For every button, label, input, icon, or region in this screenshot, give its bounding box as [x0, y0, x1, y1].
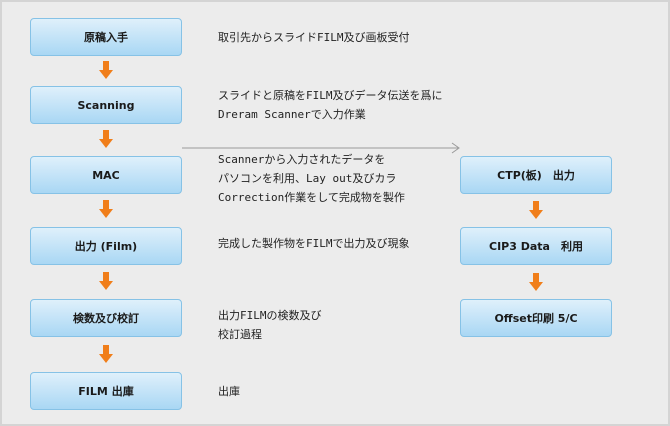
- step-description: 取引先からスライドFILM及び画板受付: [218, 31, 410, 44]
- down-arrow-icon: [529, 201, 543, 221]
- step-description: スライドと原稿をFILM及びデータ伝送を爲に Dreram Scannerで入力…: [218, 89, 443, 121]
- step-box-film-shipping: FILM 出庫: [30, 372, 182, 410]
- step-box-output-film: 出力 (Film): [30, 227, 182, 265]
- step-box-ctp-output: CTP(板) 出力: [460, 156, 612, 194]
- down-arrow-icon: [99, 345, 113, 365]
- down-arrow-icon: [99, 130, 113, 150]
- down-arrow-icon: [99, 61, 113, 81]
- step-box-inspection: 検数及び校訂: [30, 299, 182, 337]
- step-box-manuscript: 原稿入手: [30, 18, 182, 56]
- step-description: 完成した製作物をFILMで出力及び現象: [218, 237, 410, 250]
- down-arrow-icon: [529, 273, 543, 293]
- step-box-mac: MAC: [30, 156, 182, 194]
- step-description: Scannerから入力されたデータを パソコンを利用、Lay out及びカラ C…: [218, 153, 405, 204]
- step-description: 出庫: [218, 385, 240, 398]
- step-description: 出力FILMの検数及び 校訂過程: [218, 309, 322, 341]
- down-arrow-icon: [99, 200, 113, 220]
- down-arrow-icon: [99, 272, 113, 292]
- step-box-scanning: Scanning: [30, 86, 182, 124]
- step-box-cip3-data: CIP3 Data 利用: [460, 227, 612, 265]
- step-box-offset-print: Offset印刷 5/C: [460, 299, 612, 337]
